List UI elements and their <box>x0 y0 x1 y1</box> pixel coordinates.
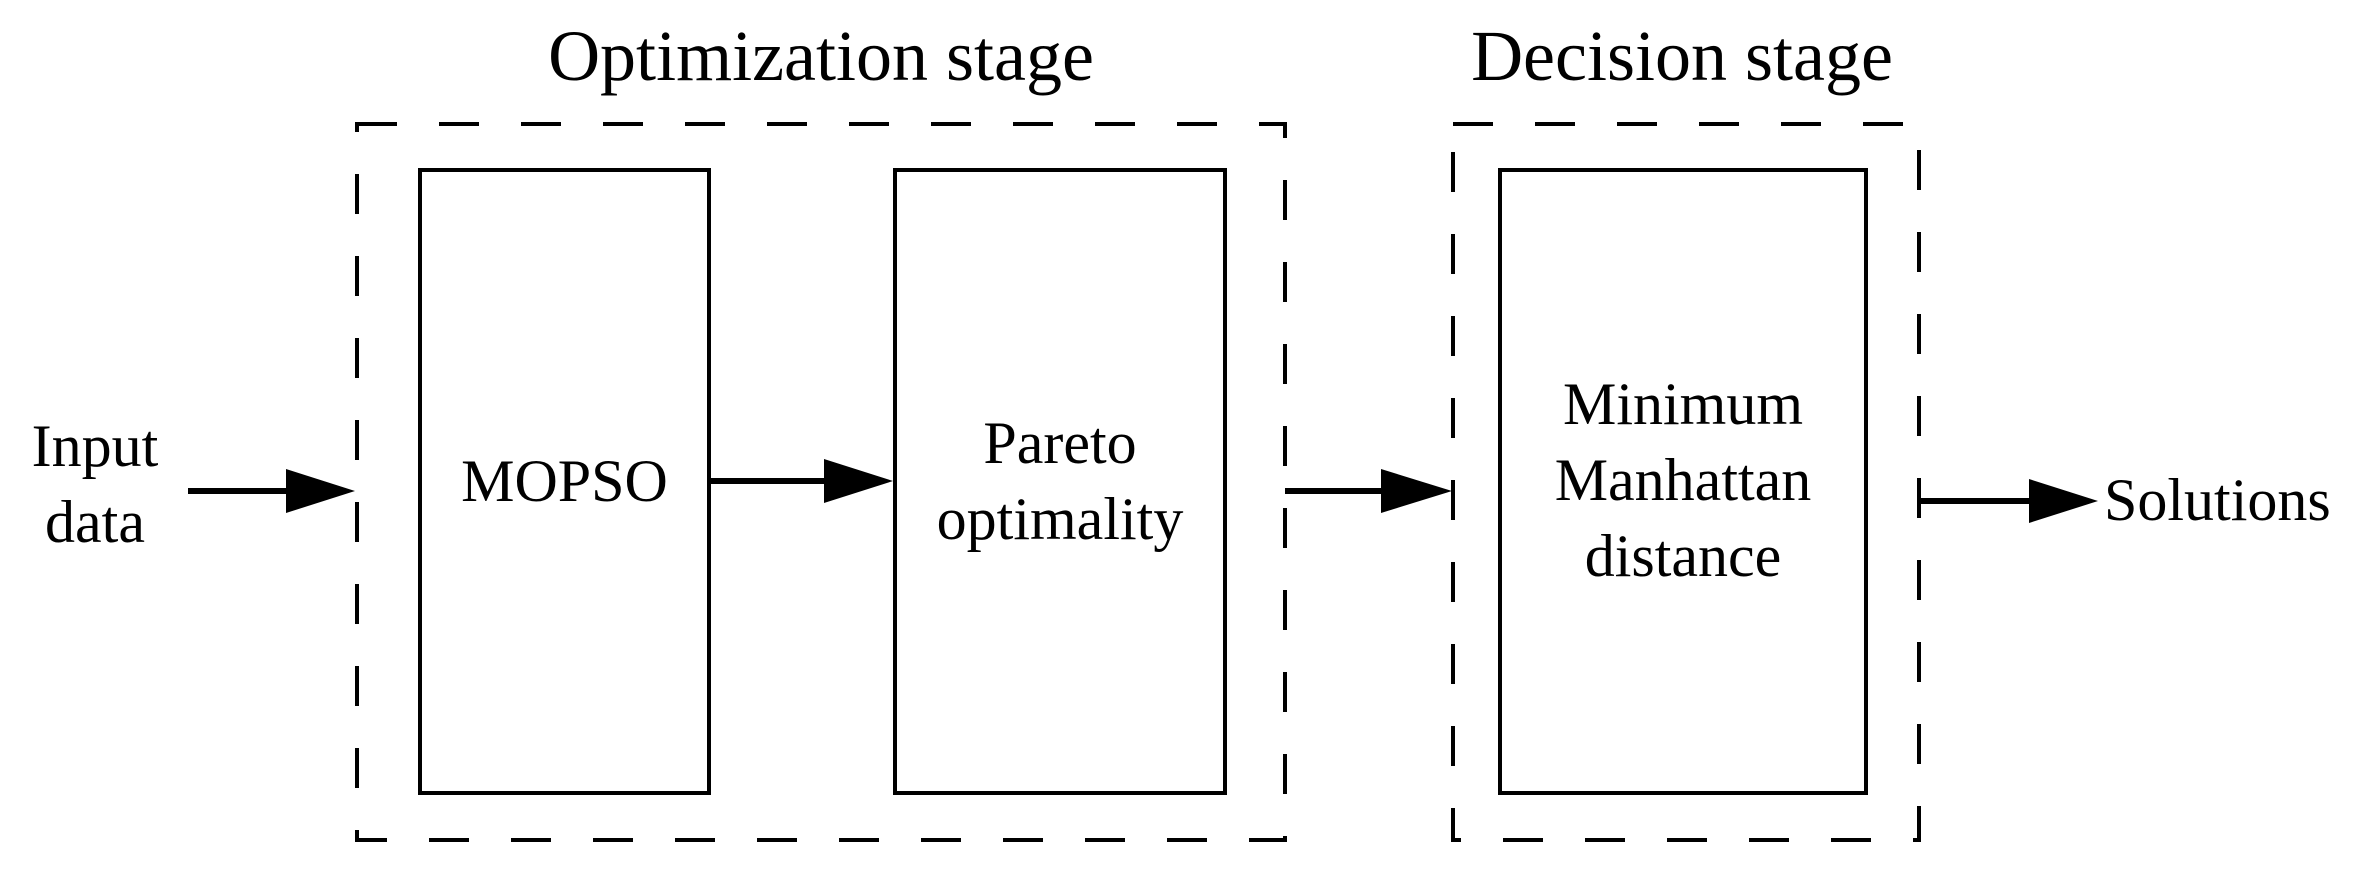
manhattan-block <box>1498 168 1868 795</box>
pareto-label-line1: Pareto <box>983 410 1137 476</box>
input-label: Input data <box>10 408 180 560</box>
pareto-label: Pareto optimality <box>895 405 1225 557</box>
manhattan-label: Minimum Manhattan distance <box>1500 366 1866 594</box>
manhattan-label-line3: distance <box>1584 523 1782 589</box>
pareto-label-line2: optimality <box>936 486 1184 552</box>
mopso-block <box>418 168 711 795</box>
output-arrow <box>1919 479 2098 523</box>
optimization-stage-title: Optimization stage <box>548 16 1094 96</box>
decision-stage-title: Decision stage <box>1471 16 1893 96</box>
input-label-line2: data <box>45 489 145 555</box>
mopso-to-pareto-arrow <box>711 459 893 503</box>
mopso-label: MOPSO <box>461 448 668 514</box>
manhattan-label-line2: Manhattan <box>1554 447 1812 513</box>
input-label-line1: Input <box>31 413 159 479</box>
decision-stage-boundary <box>1451 122 1921 842</box>
manhattan-label-line1: Minimum <box>1562 371 1804 437</box>
pareto-block <box>893 168 1227 795</box>
solutions-label: Solutions <box>2104 467 2331 533</box>
input-arrow <box>188 469 355 513</box>
optimization-to-decision-arrow <box>1285 469 1452 513</box>
